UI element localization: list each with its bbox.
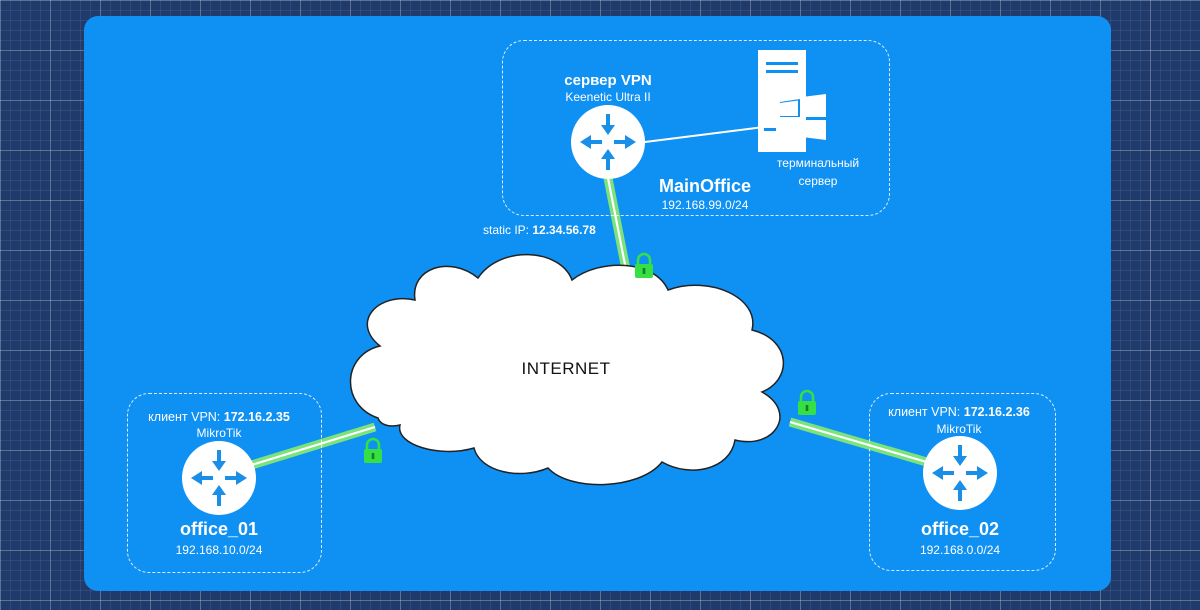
tunnel-office-02 [788,417,932,468]
office-02-vpn-ip: 172.16.2.36 [963,405,1030,419]
office-01-name: office_01 [179,519,259,539]
static-ip-caption: static IP: [483,223,530,237]
office-01-vpn-ip: 172.16.2.35 [223,410,290,424]
windows-server-icon [758,50,826,152]
office-01-network: 192.168.10.0/24 [175,543,263,557]
server-label-line2: сервер [798,174,838,188]
internet-label: INTERNET [521,359,611,378]
office-02-model: MikroTik [936,422,982,436]
lan-link [644,126,765,143]
lock-icon-office-01 [362,437,384,465]
office-01-model: MikroTik [196,426,242,440]
office-02-role: клиент VPN: 172.16.2.36 [888,405,1030,419]
cloud-icon [349,253,785,486]
main-router-model: Keenetic Ultra II [565,90,651,104]
static-ip-value: 12.34.56.78 [532,223,596,237]
server-label-line1: терминальный [776,156,860,170]
main-office-name: MainOffice [658,176,752,196]
office-01-group [127,393,322,573]
office-02-group [869,393,1056,571]
main-office-network: 192.168.99.0/24 [661,198,749,212]
static-ip-label: static IP: 12.34.56.78 [483,223,596,237]
office-01-role: клиент VPN: 172.16.2.35 [148,410,290,424]
office-02-network: 192.168.0.0/24 [919,543,1001,557]
lock-icon-office-02 [796,389,818,417]
office-01-role-caption: клиент VPN: [148,410,221,424]
main-vpn-role-label: сервер VPN [564,72,652,89]
office-02-role-caption: клиент VPN: [888,405,961,419]
tunnel-office-01 [243,422,377,472]
lock-icon-main [633,252,655,280]
main-office-group [502,40,890,216]
office-02-name: office_02 [920,519,1000,539]
